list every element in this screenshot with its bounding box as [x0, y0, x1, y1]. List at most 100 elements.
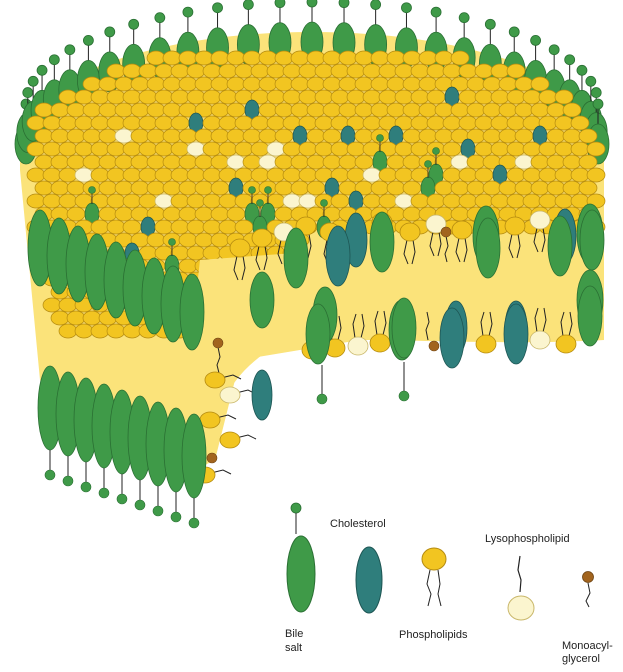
- phospholipid-head: [507, 90, 525, 104]
- phospholipid-head: [171, 90, 189, 104]
- phospholipid-head: [179, 77, 197, 91]
- phospholipid-head: [267, 116, 285, 130]
- phospholipid-head: [235, 116, 253, 130]
- legend-monoacylglycerol-tail: [586, 583, 590, 607]
- phospholipid-head: [355, 155, 373, 169]
- phospholipid-head: [155, 142, 173, 156]
- phospholipid-head: [163, 129, 181, 143]
- phospholipid-head: [243, 129, 261, 143]
- phospholipid-head: [459, 168, 477, 182]
- phospholipid-head: [515, 77, 533, 91]
- bile-salt-head: [81, 482, 91, 492]
- phospholipid-head: [203, 90, 221, 104]
- phospholipid-head: [187, 90, 205, 104]
- phospholipid-head: [475, 116, 493, 130]
- phospholipid-head: [283, 64, 301, 78]
- phospholipid-head: [275, 207, 293, 221]
- phospholipid-head: [323, 155, 341, 169]
- phospholipid-head: [476, 335, 496, 353]
- cholesterol: [326, 226, 350, 286]
- phospholipid-head: [107, 220, 125, 234]
- phospholipid-head: [203, 168, 221, 182]
- phospholipid-head: [339, 103, 357, 117]
- phospholipid-head: [547, 155, 565, 169]
- phospholipid-head: [531, 181, 549, 195]
- phospholipid-head: [307, 129, 325, 143]
- phospholipid-head: [155, 168, 173, 182]
- phospholipid-head: [187, 168, 205, 182]
- phospholipid-head: [547, 181, 565, 195]
- phospholipid-head: [507, 194, 525, 208]
- phospholipid-head: [219, 90, 237, 104]
- lysophospholipid: [75, 168, 93, 182]
- phospholipid-head: [523, 142, 541, 156]
- monoacylglycerol: [441, 227, 451, 237]
- phospholipid-head: [43, 298, 61, 312]
- phospholipid-head: [67, 155, 85, 169]
- phospholipid-head: [139, 116, 157, 130]
- phospholipid-head: [315, 64, 333, 78]
- phospholipid-head: [91, 168, 109, 182]
- bile-salt-head: [549, 45, 559, 55]
- phospholipid-head: [491, 194, 509, 208]
- phospholipid-head: [163, 103, 181, 117]
- phospholipid-head: [179, 129, 197, 143]
- bile-salt-head: [371, 0, 381, 10]
- phospholipid-head: [219, 142, 237, 156]
- phospholipid-head: [531, 103, 549, 117]
- phospholipid-head: [163, 181, 181, 195]
- phospholipid-head: [555, 194, 573, 208]
- phospholipid-head: [427, 90, 445, 104]
- phospholipid-head: [379, 194, 397, 208]
- phospholipid-head: [211, 77, 229, 91]
- phospholipid-head: [475, 90, 493, 104]
- phospholipid-head: [99, 103, 117, 117]
- legend-cholesterol-icon: [356, 547, 382, 613]
- bile-salt: [284, 228, 308, 288]
- phospholipid-head: [35, 103, 53, 117]
- phospholipid-head: [243, 51, 261, 65]
- phospholipid-head: [99, 129, 117, 143]
- phospholipid-head: [331, 194, 349, 208]
- bile-salt: [392, 298, 416, 358]
- phospholipid-head: [427, 116, 445, 130]
- phospholipid-head: [179, 51, 197, 65]
- phospholipid-head: [291, 181, 309, 195]
- phospholipid-head: [291, 77, 309, 91]
- bile-salt-head: [213, 3, 223, 13]
- phospholipid-head: [403, 129, 421, 143]
- bile-salt-head: [401, 3, 411, 13]
- phospholipid-head: [459, 116, 477, 130]
- phospholipid-head: [251, 142, 269, 156]
- phospholipid-head: [331, 142, 349, 156]
- phospholipid-head: [91, 324, 109, 338]
- phospholipid-head: [155, 90, 173, 104]
- legend-label-bile-salt-line1: Bile: [285, 628, 303, 641]
- phospholipid-head: [451, 51, 469, 65]
- phospholipid-head: [400, 223, 420, 241]
- cholesterol: [504, 304, 528, 364]
- phospholipid-head: [347, 142, 365, 156]
- phospholipid-head: [147, 77, 165, 91]
- phospholipid-head: [523, 168, 541, 182]
- phospholipid-head: [147, 233, 165, 247]
- phospholipid-head: [171, 64, 189, 78]
- bile-salt-head: [169, 239, 176, 246]
- phospholipid-head: [195, 129, 213, 143]
- phospholipid-head: [379, 64, 397, 78]
- phospholipid-head: [139, 90, 157, 104]
- phospholipid-head: [203, 64, 221, 78]
- bile-salt-head: [317, 394, 327, 404]
- phospholipid-head: [555, 168, 573, 182]
- phospholipid-head: [131, 181, 149, 195]
- legend-bile-salt-head: [291, 503, 301, 513]
- phospholipid-head: [43, 168, 61, 182]
- phospholipid-head: [99, 207, 117, 221]
- bile-salt-head: [275, 0, 285, 8]
- phospholipid-head: [579, 155, 597, 169]
- phospholipid-head: [51, 181, 69, 195]
- phospholipid-head: [403, 155, 421, 169]
- phospholipid-head: [75, 324, 93, 338]
- bile-salt-head: [249, 187, 256, 194]
- lysophospholipid: [259, 155, 277, 169]
